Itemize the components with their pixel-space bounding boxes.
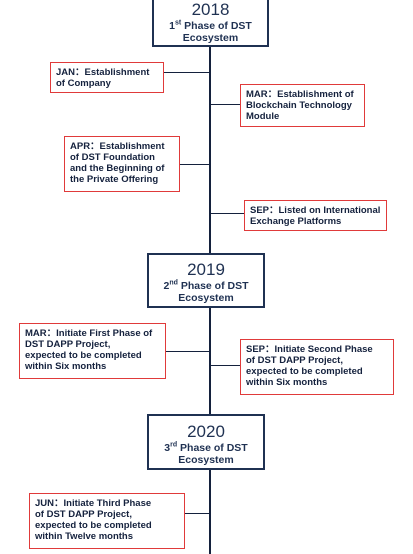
phase-label-2: Ecosystem	[182, 32, 239, 44]
connector-mar-2019	[166, 351, 209, 353]
connector-sep-2018	[210, 213, 244, 215]
phase-label-2: Ecosystem	[178, 292, 234, 304]
event-jun-2020: JUN：Initiate Third Phase of DST DAPP Pro…	[29, 493, 185, 549]
phase-2018-box: 2018 1st Phase of DST Ecosystem	[152, 0, 269, 47]
event-sep-2018: SEP：Listed on International Exchange Pla…	[244, 200, 387, 231]
event-sep-2019: SEP：Initiate Second Phase of DST DAPP Pr…	[240, 339, 394, 395]
connector-jun-2020	[185, 513, 209, 515]
phase-year: 2020	[187, 422, 225, 441]
event-apr-2018: APR：Establishment of DST Foundation and …	[64, 136, 180, 192]
connector-jan-2018	[164, 72, 209, 74]
phase-2020-box: 2020 3rd Phase of DST Ecosystem	[147, 414, 265, 470]
connector-mar-2018	[210, 104, 240, 106]
connector-apr-2018	[180, 164, 209, 166]
phase-label: 2nd Phase of DST	[163, 279, 249, 293]
event-mar-2018: MAR：Establishment of Blockchain Technolo…	[240, 84, 365, 127]
phase-2019-box: 2019 2nd Phase of DST Ecosystem	[147, 253, 265, 308]
connector-sep-2019	[210, 365, 240, 367]
event-jan-2018: JAN：Establishment of Company	[50, 62, 164, 93]
event-mar-2019: MAR：Initiate First Phase of DST DAPP Pro…	[19, 323, 166, 379]
phase-year: 2018	[191, 0, 230, 19]
phase-label-2: Ecosystem	[178, 454, 234, 466]
phase-label: 3rd Phase of DST	[164, 441, 248, 455]
phase-year: 2019	[187, 260, 225, 279]
phase-label: 1st Phase of DST	[169, 19, 252, 33]
